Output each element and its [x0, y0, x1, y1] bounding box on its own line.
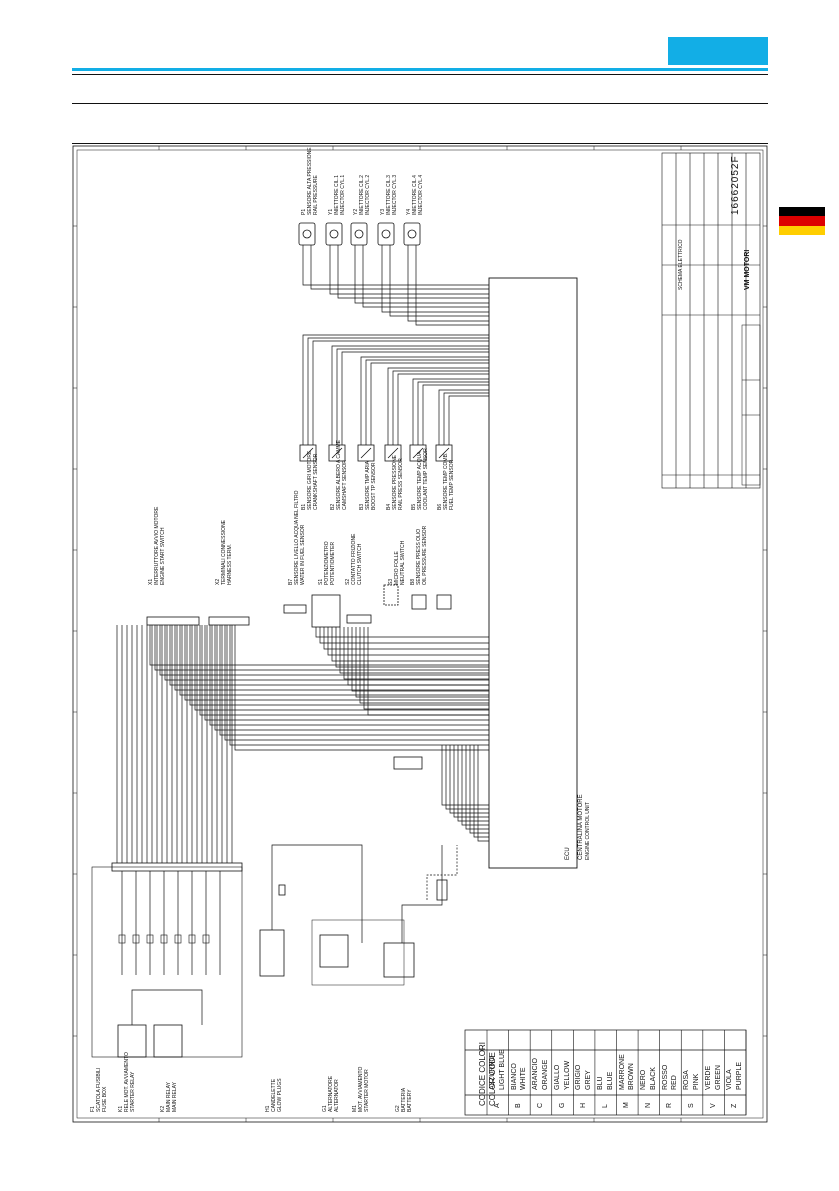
component-sub: POTENTIOMETER [330, 541, 336, 585]
doc-number: 16662052F [730, 155, 741, 215]
legend-color-it: GIALLO [553, 1064, 561, 1090]
top-connector-4 [377, 222, 395, 246]
component-sub: BOOST TP SENSOR [371, 462, 377, 510]
header-tab [668, 37, 768, 65]
legend-code: V [709, 1103, 717, 1108]
legend-code: N [644, 1102, 652, 1108]
header-line-3 [72, 143, 768, 144]
ecu-sublabel: ENGINE CONTROL UNIT [585, 802, 591, 860]
title-desc: SCHEMA ELETTRICO [678, 239, 684, 290]
legend-subtitle: COLOR CODE [488, 1052, 497, 1106]
sensor-connector-3 [357, 444, 375, 462]
germany-flag-icon [779, 207, 825, 235]
legend-code: H [580, 1102, 588, 1108]
component-sub: OIL PRESSURE SENSOR [422, 525, 428, 585]
legend-color-en: GREY [585, 1070, 593, 1090]
legend-color-en: BLUE [606, 1071, 614, 1090]
legend-code: R [666, 1102, 674, 1108]
component-sub: INJECTOR CYL.1 [340, 174, 346, 215]
legend-code: B [515, 1103, 523, 1108]
component-sub: STARTER RELAY [130, 1071, 136, 1112]
component-sub: STARTER MOTOR [364, 1069, 370, 1112]
component-sub: CRANKSHAFT SENSOR [313, 453, 319, 510]
legend-color-en: PINK [693, 1073, 701, 1090]
component-sub: COOLANT TEMP SENSOR [423, 448, 429, 510]
component-sub: ALTERNATOR [334, 1079, 340, 1112]
title-block [661, 152, 761, 489]
component-sub: FUEL TEMP SENSOR [449, 459, 455, 510]
legend-color-it: ARANCIO [532, 1058, 540, 1090]
legend-color-en: RED [671, 1075, 679, 1090]
legend-color-en: WHITE [520, 1067, 528, 1090]
legend-color-en: GREEN [714, 1065, 722, 1090]
header-rule [72, 68, 768, 71]
component-sub: GLOW PLUGS [277, 1078, 283, 1112]
component-sub: RAIL PRESSURE [313, 175, 319, 215]
header-line-2 [72, 103, 768, 104]
component-sub: HARNESS TERM. [227, 543, 233, 585]
legend-color-en: ORANGE [541, 1059, 549, 1090]
ecu-box [488, 277, 578, 869]
legend-color-it: MARRONE [618, 1054, 626, 1090]
top-connector-5 [403, 222, 421, 246]
legend-code: C [536, 1102, 544, 1108]
legend-code: Z [731, 1103, 739, 1108]
legend-color-en: LIGHT BLUE [498, 1049, 506, 1090]
legend-color-it: ROSA [683, 1070, 691, 1090]
component-sub: INJECTOR CYL.3 [392, 174, 398, 215]
component-sub: WATER IN FUEL SENSOR [300, 524, 306, 585]
ecu-short: ECU [565, 847, 571, 860]
header-line-1 [72, 74, 768, 75]
component-sub: MAIN RELAY [172, 1082, 178, 1112]
legend-color-it: GRIGIO [575, 1064, 583, 1090]
component-sub: FUSE BOX [102, 1086, 108, 1112]
legend-color-en: BROWN [628, 1063, 636, 1090]
legend-color-it: VIOLA [726, 1069, 734, 1090]
legend-color-it: ROSSO [661, 1064, 669, 1090]
color-legend [464, 1029, 747, 1116]
ecu-label: CENTRALINA MOTORE [578, 794, 584, 860]
top-connector-2 [325, 222, 343, 246]
legend-color-en: BLACK [649, 1067, 657, 1090]
legend-title: CODICE COLORI [478, 1041, 487, 1106]
top-connector-1 [298, 222, 316, 246]
component-sub: INJECTOR CYL.2 [365, 174, 371, 215]
component-sub: INJECTOR CYL.4 [418, 174, 424, 215]
legend-color-it: BIANCO [510, 1063, 518, 1090]
legend-color-en: YELLOW [563, 1060, 571, 1090]
vm-motori-logo: VM MOTORI [744, 249, 751, 290]
legend-color-it: BLU [596, 1076, 604, 1090]
legend-color-en: PURPLE [736, 1061, 744, 1090]
legend-code: L [601, 1104, 609, 1108]
component-sub: BATTERY [407, 1089, 413, 1112]
legend-color-it: NERO [640, 1069, 648, 1090]
component-sub: RAIL PRESS SENSOR [398, 458, 404, 510]
component-sub: ENGINE START SWITCH [160, 527, 166, 585]
component-sub: NEUTRAL SWITCH [400, 540, 406, 585]
component-sub: CAMSHAFT SENSOR [342, 460, 348, 510]
component-sub: CLUTCH SWITCH [357, 543, 363, 585]
wiring-diagram [72, 145, 768, 1123]
legend-color-it: VERDE [704, 1065, 712, 1090]
legend-code: G [558, 1102, 566, 1108]
top-connector-3 [350, 222, 368, 246]
legend-code: S [688, 1103, 696, 1108]
legend-code: M [623, 1102, 631, 1108]
